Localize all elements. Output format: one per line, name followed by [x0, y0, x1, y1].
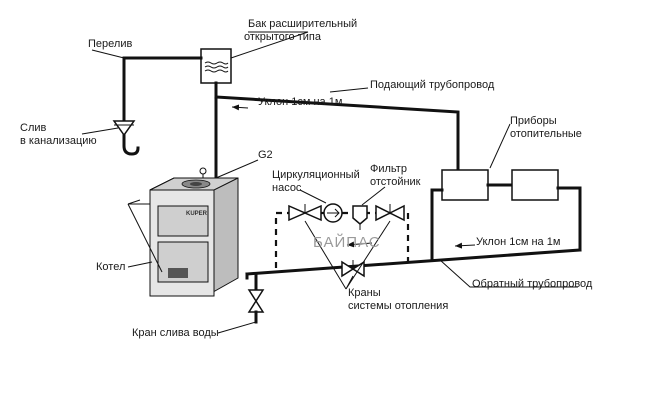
drain-label-line2: в канализацию	[20, 135, 97, 147]
tank-label-line2: открытого типа	[244, 31, 322, 43]
bypass-valve-left	[288, 204, 322, 222]
return-pipe-label: Обратный трубопровод	[472, 278, 593, 290]
return-slope-label: Уклон 1см на 1м	[476, 236, 560, 248]
filter-label-line1: Фильтр	[370, 163, 407, 175]
tank-label-line1: Бак расширительный	[248, 18, 357, 30]
supply-flow-arrow	[231, 104, 249, 111]
return-flow-arrow	[454, 242, 476, 249]
valves-label-line1: Краны	[348, 287, 381, 299]
heaters-label-line2: отопительные	[510, 128, 582, 140]
valves-label-line2: системы отопления	[348, 300, 448, 312]
heaters-label-line1: Приборы	[510, 115, 557, 127]
expansion-tank	[200, 48, 232, 84]
overflow-pipe	[112, 56, 203, 156]
main-valve	[341, 260, 365, 278]
bypass-label: БАЙПАС	[313, 233, 381, 251]
g2-label: G2	[258, 149, 273, 161]
return-pipe	[245, 186, 582, 280]
boiler-label: Котел	[96, 261, 125, 273]
overflow-label: Перелив	[88, 38, 132, 50]
supply-pipe-label: Подающий трубопровод	[370, 79, 495, 91]
settling-filter	[352, 205, 368, 230]
bypass-valve-right	[375, 204, 405, 222]
drain-valve	[247, 272, 265, 324]
boiler-brand: KUPER	[186, 211, 208, 217]
drain-valve-label: Кран слива воды	[132, 327, 219, 339]
supply-slope-label: Уклон 1см на 1м	[258, 96, 342, 108]
heater-2	[511, 169, 559, 201]
leader-lines	[81, 31, 578, 334]
bypass-flow-arrow	[346, 241, 373, 248]
pump-label-line1: Циркуляционный	[272, 169, 360, 181]
filter-label-line2: отстойник	[370, 176, 421, 188]
pump-label-line2: насос	[272, 182, 302, 194]
drain-label-line1: Слив	[20, 122, 47, 134]
heater-1	[441, 169, 489, 201]
circulation-pump	[323, 203, 343, 223]
boiler	[127, 167, 239, 297]
